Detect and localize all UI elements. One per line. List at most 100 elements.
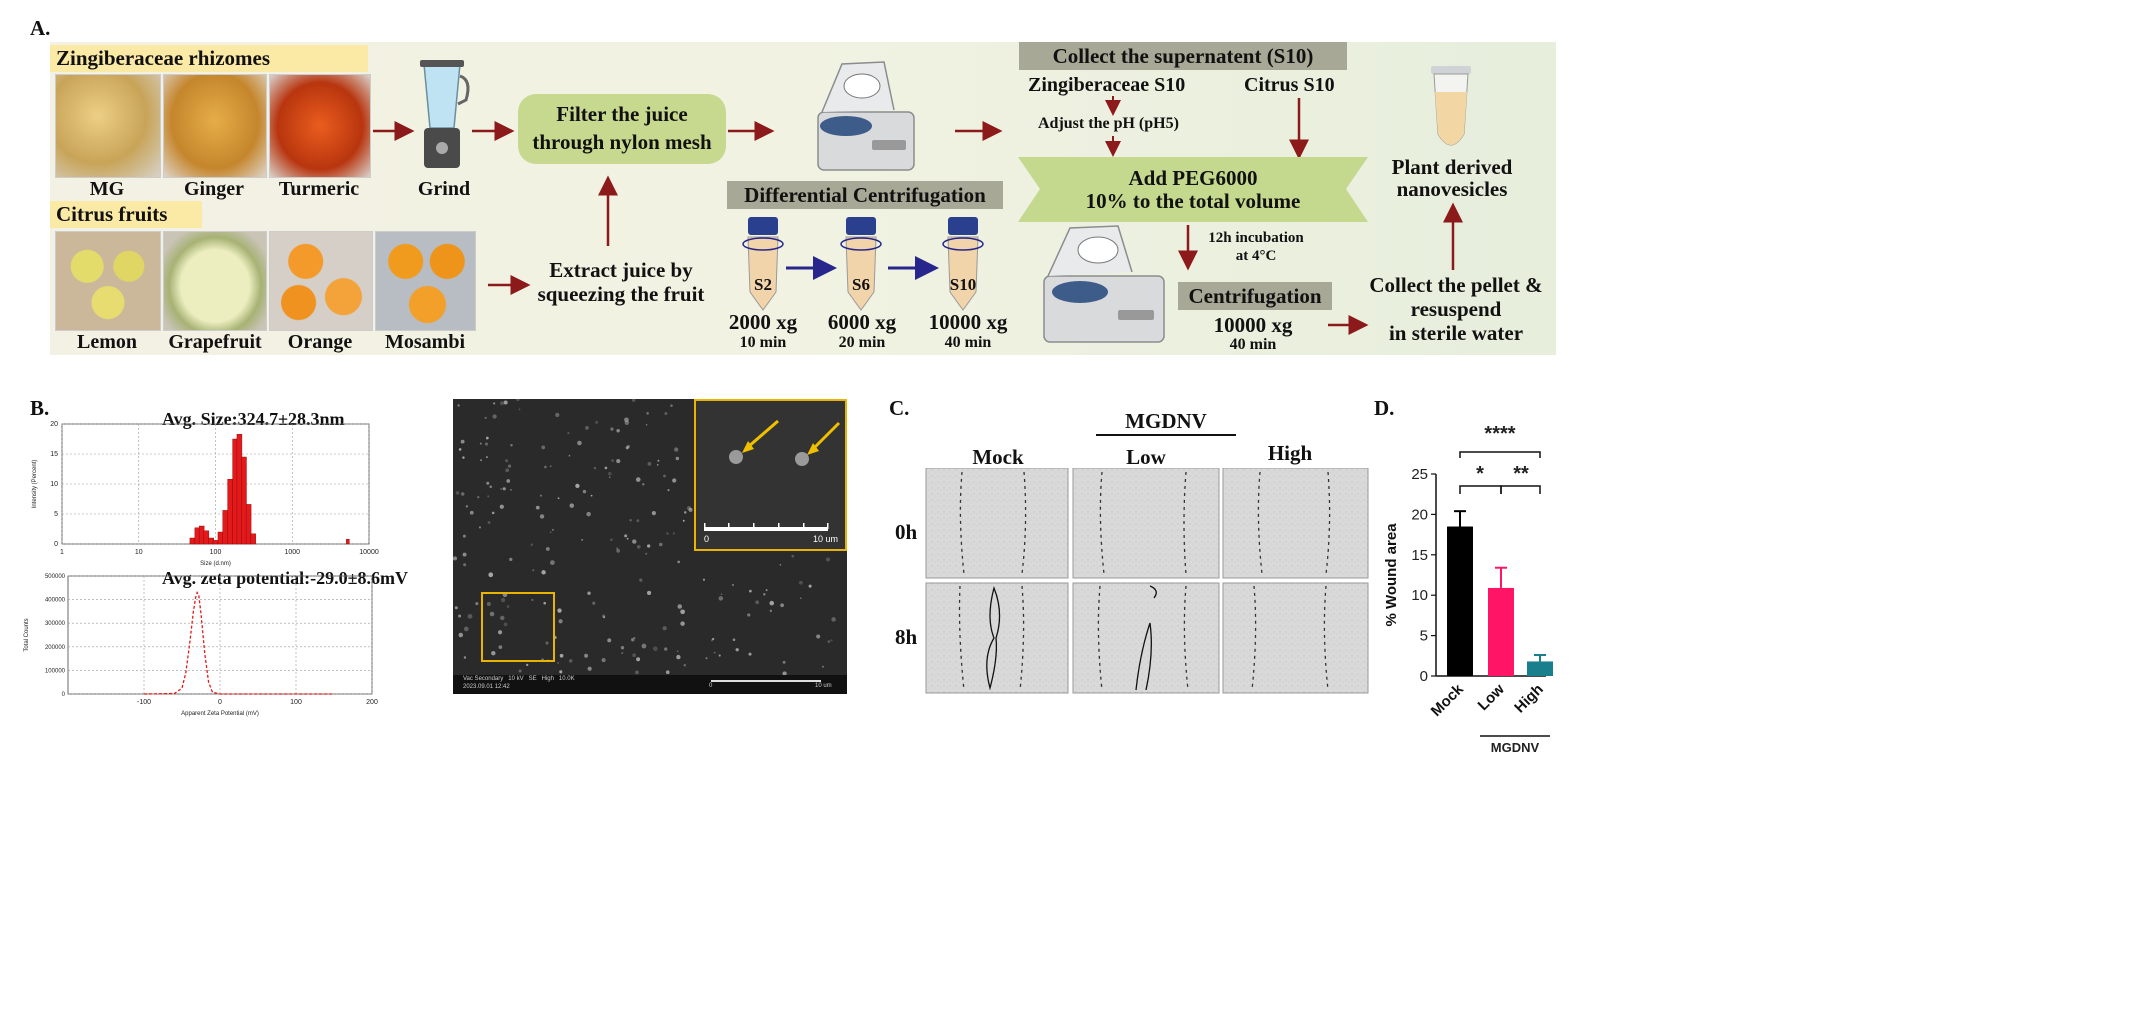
sem-particle: [830, 639, 833, 642]
wound-y-tick-label: 5: [1420, 628, 1428, 645]
sem-image: 0 10 um Vac Secondary 10 kV SE High 10.0…: [453, 399, 847, 694]
sem-particle: [454, 606, 458, 610]
column-low-label: Low: [1126, 445, 1166, 469]
panel-a-arrows: [373, 60, 1471, 343]
sem-particle: [665, 670, 670, 675]
collect-supernatant-label: Collect the supernatent (S10): [1019, 42, 1347, 70]
sem-particle: [509, 557, 513, 562]
differential-centrifugation-label: Differential Centrifugation: [727, 181, 1003, 209]
sem-particle: [485, 456, 488, 459]
sem-particle: [462, 552, 467, 557]
size-bar: [245, 504, 252, 545]
sem-particle: [779, 563, 782, 566]
sem-particle: [635, 477, 641, 482]
sem-particle: [592, 601, 596, 605]
size-bar: [212, 540, 219, 545]
sem-particle: [621, 652, 624, 655]
sem-particle: [616, 459, 621, 464]
sem-particle: [658, 542, 663, 547]
tube-s6-label: S6: [852, 275, 870, 294]
wound-bar-mock: [1447, 526, 1473, 676]
extract-line2: squeezing the fruit: [537, 282, 705, 306]
sem-particle: [463, 563, 467, 567]
sem-particle: [489, 611, 495, 617]
size-x-tick-label: 1: [60, 549, 64, 556]
sem-particle: [475, 602, 479, 606]
sem-particle: [500, 597, 506, 603]
wound-y-tick-label: 15: [1411, 547, 1428, 564]
sig-label-low-high: **: [1513, 463, 1529, 485]
zeta-y-axis-label: Total Counts: [24, 618, 30, 651]
sem-particle: [641, 643, 647, 649]
tube-s10-label: S10: [949, 275, 977, 294]
mg-rhizome-photo: [55, 74, 161, 178]
size-x-axis-label: Size (d.nm): [200, 561, 231, 567]
blender-icon: [420, 60, 470, 168]
sem-particle: [769, 609, 773, 613]
sem-particle: [763, 593, 766, 596]
sem-particle: [677, 560, 681, 564]
sem-particle: [557, 662, 559, 664]
adjust-ph-label: Adjust the pH (pH5): [1038, 115, 1179, 132]
size-y-tick-label: 10: [50, 481, 58, 488]
sem-particle: [674, 447, 679, 452]
sem-particle: [568, 454, 571, 457]
sem-particle: [626, 537, 629, 540]
sem-particle: [735, 648, 739, 652]
sem-particle: [765, 589, 768, 592]
sem-particle: [461, 492, 465, 496]
sem-particle: [491, 511, 495, 515]
wound-y-tick-label: 20: [1411, 506, 1428, 523]
sem-scale-end: 10 um: [815, 683, 832, 689]
sem-particle: [539, 494, 543, 497]
panel-d-letter: D.: [1374, 396, 1395, 420]
sem-particle: [506, 479, 511, 483]
collect-pellet-line2: resuspend: [1410, 297, 1502, 321]
size-y-tick-label: 20: [50, 421, 58, 428]
zeta-y-tick-label: 200000: [45, 645, 66, 651]
sem-particle: [590, 494, 593, 497]
sem-particle: [642, 483, 645, 486]
sem-particle: [487, 521, 491, 524]
sem-particle: [647, 462, 652, 466]
sem-particle: [462, 534, 466, 538]
sem-particle: [551, 528, 554, 531]
plant-derived-line2: nanovesicles: [1396, 177, 1508, 201]
sem-particle: [631, 638, 635, 642]
sem-particle: [662, 626, 667, 631]
sem-particle: [493, 402, 496, 405]
sem-particle: [557, 497, 560, 500]
sem-particle: [469, 510, 474, 515]
filter-text-line2: through nylon mesh: [532, 130, 712, 154]
centrifugation-label: Centrifugation: [1178, 282, 1332, 310]
sem-particle: [567, 432, 570, 435]
sem-particle: [458, 448, 462, 451]
collect-pellet-text: Collect the pellet & resuspend in steril…: [1352, 273, 1560, 345]
citrus-label: Citrus fruits: [50, 201, 202, 228]
sem-particle: [672, 532, 675, 535]
filter-text-line1: Filter the juice: [556, 102, 688, 126]
sem-particle: [632, 653, 636, 658]
sem-particle: [543, 601, 547, 605]
incubation-line1: 12h incubation: [1208, 230, 1304, 246]
sem-particle: [825, 557, 831, 562]
sem-particle: [497, 630, 503, 635]
sem-particle: [799, 597, 802, 600]
sem-particle: [636, 657, 641, 662]
sem-particle: [582, 489, 587, 494]
collect-pellet-line3: in sterile water: [1388, 321, 1524, 345]
sem-particle: [732, 584, 734, 586]
sem-particle: [498, 645, 503, 649]
zeta-y-tick-label: 100000: [45, 668, 66, 674]
sem-info-bar: Vac Secondary 10 kV SE High 10.0K 2023.0…: [453, 675, 847, 694]
sem-particle: [720, 593, 723, 596]
filter-box: Filter the juice through nylon mesh: [518, 94, 726, 164]
turmeric-rhizome-photo: [269, 74, 371, 178]
tube-s10-icon: [942, 217, 984, 311]
zeta-y-tick-label: 500000: [45, 574, 66, 580]
sem-particle: [577, 440, 582, 446]
sem-particle: [595, 420, 599, 424]
sem-particle: [631, 399, 636, 402]
wound-image-mock-0h: [925, 468, 1069, 579]
